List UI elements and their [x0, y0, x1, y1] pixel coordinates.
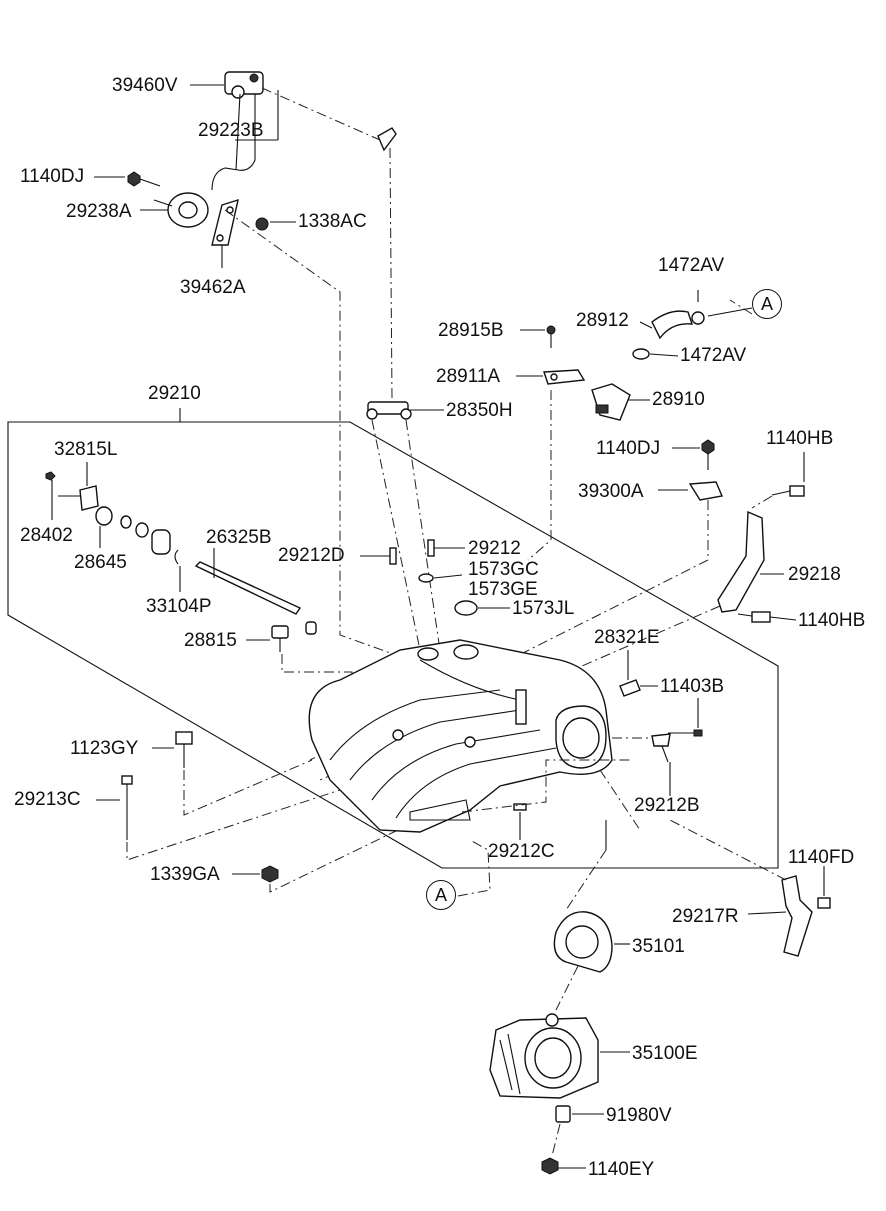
bolt-28815	[271, 625, 289, 652]
label-1140HB-bottom: 1140HB	[798, 610, 866, 631]
stud-29213C	[121, 775, 133, 840]
label-1573GE: 1573GE	[468, 579, 538, 600]
label-1472AV-mid: 1472AV	[680, 345, 747, 366]
bracket-28911A	[543, 369, 586, 385]
label-11403B: 11403B	[660, 676, 725, 697]
bracket-29218	[717, 510, 765, 613]
bolt-1140HB-bottom	[737, 611, 771, 623]
label-1573JL: 1573JL	[512, 598, 575, 619]
label-29212C: 29212C	[488, 841, 555, 862]
label-91980V: 91980V	[606, 1105, 672, 1126]
purge-solenoid-39460V	[224, 71, 264, 99]
label-26325B: 26325B	[206, 527, 272, 548]
label-1573GC: 1573GC	[468, 559, 539, 580]
sensor-39300A	[688, 481, 723, 501]
label-1140HB-top: 1140HB	[766, 428, 834, 449]
label-32815L: 32815L	[54, 439, 118, 460]
label-1140EY: 1140EY	[588, 1159, 655, 1180]
gasket-35101	[553, 911, 613, 973]
label-29217R: 29217R	[672, 906, 739, 927]
label-29212D: 29212D	[278, 545, 345, 566]
nut-1338AC	[255, 217, 269, 231]
sensor-28321E	[619, 679, 641, 697]
label-29212: 29212	[468, 538, 521, 559]
label-1140FD: 1140FD	[788, 847, 855, 868]
bracket-29238A	[167, 192, 209, 228]
label-28915B: 28915B	[438, 320, 504, 341]
bracket-32815L	[79, 485, 99, 511]
vacuum-hose-29223B	[211, 94, 256, 191]
bolt-1123GY	[175, 731, 193, 768]
label-39462A: 39462A	[180, 277, 246, 298]
sensor-28910	[591, 383, 631, 421]
bolt-1140DJ-right	[701, 439, 715, 470]
bolt-1140DJ-top	[127, 171, 161, 187]
label-28910: 28910	[652, 389, 705, 410]
sleeve	[151, 529, 171, 555]
bolt-1140FD	[817, 897, 831, 909]
shaft-26325B	[194, 561, 302, 615]
label-1338AC: 1338AC	[298, 211, 367, 232]
label-29213C: 29213C	[14, 789, 81, 810]
callout-a-bottom: A	[426, 880, 456, 910]
bolt-28915B	[546, 325, 556, 348]
throttle-body-35100E	[489, 1013, 599, 1099]
label-39460V: 39460V	[112, 75, 178, 96]
label-28350H: 28350H	[446, 400, 513, 421]
label-28402: 28402	[20, 525, 73, 546]
label-1472AV-top: 1472AV	[658, 255, 725, 276]
bolt-1140HB-top	[771, 485, 805, 497]
label-39300A: 39300A	[578, 481, 644, 502]
bracket-29217R	[781, 875, 813, 957]
callout-a-top: A	[752, 289, 782, 319]
label-1140DJ-right: 1140DJ	[596, 438, 661, 459]
label-28912: 28912	[576, 310, 629, 331]
label-29223B: 29223B	[198, 120, 264, 141]
label-29210: 29210	[148, 383, 201, 404]
bolt-1140EY	[541, 1157, 559, 1175]
sensor-29212B	[651, 733, 671, 763]
label-28815: 28815	[184, 630, 237, 651]
sensor-91980V	[555, 1105, 571, 1123]
label-28321E: 28321E	[594, 627, 660, 648]
label-33104P: 33104P	[146, 596, 212, 617]
label-29212B: 29212B	[634, 795, 700, 816]
label-29238A: 29238A	[66, 201, 132, 222]
label-35100E: 35100E	[632, 1043, 698, 1064]
nut-1339GA	[261, 865, 279, 883]
assembly-frame-29210	[7, 421, 779, 869]
label-35101: 35101	[632, 936, 685, 957]
label-28911A: 28911A	[436, 366, 501, 387]
label-29218: 29218	[788, 564, 841, 585]
hose-28912	[651, 310, 705, 340]
label-1140DJ-top: 1140DJ	[20, 166, 85, 187]
intake-manifold	[308, 639, 613, 833]
label-1123GY: 1123GY	[70, 738, 139, 759]
bracket-39462A	[211, 198, 239, 246]
label-28645: 28645	[74, 552, 127, 573]
connector-28350H	[366, 401, 412, 420]
label-1339GA: 1339GA	[150, 864, 220, 885]
